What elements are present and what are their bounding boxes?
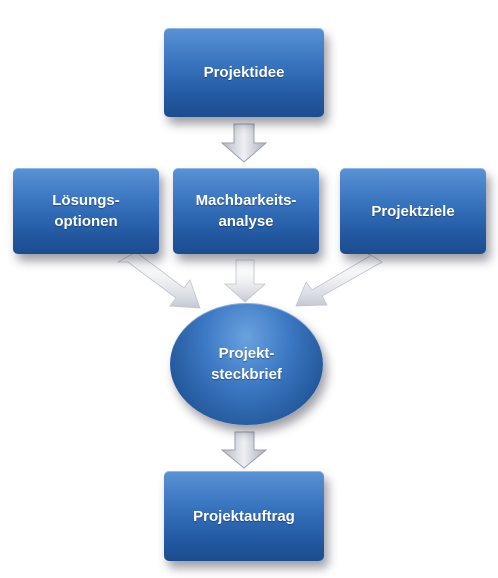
node-projektziele-label: Projektziele	[371, 202, 455, 220]
node-projektziele: Projektziele	[340, 168, 486, 254]
node-loesungsoptionen: Lösungs- optionen	[13, 168, 159, 254]
node-projektidee: Projektidee	[164, 28, 324, 117]
node-projektauftrag-label: Projektauftrag	[193, 507, 295, 525]
node-projektauftrag: Projektauftrag	[164, 471, 324, 561]
node-machbarkeitsanalyse: Machbarkeits- analyse	[173, 168, 319, 254]
arrow-machbarkeitsanalyse-to-projektsteckbrief	[223, 259, 267, 303]
node-loesungsoptionen-label: Lösungs- optionen	[52, 192, 120, 230]
arrow-projektidee-to-machbarkeitsanalyse	[220, 123, 268, 163]
node-machbarkeitsanalyse-label: Machbarkeits- analyse	[195, 192, 297, 230]
arrow-projektsteckbrief-to-projektauftrag	[220, 431, 268, 469]
node-projektsteckbrief: Projekt- steckbrief	[170, 303, 323, 425]
node-projektidee-label: Projektidee	[203, 64, 285, 81]
arrow-projektziele-to-projektsteckbrief	[295, 251, 383, 307]
node-projektsteckbrief-label: Projekt- steckbrief	[211, 345, 282, 383]
arrow-loesungsoptionen-to-projektsteckbrief	[116, 251, 201, 309]
